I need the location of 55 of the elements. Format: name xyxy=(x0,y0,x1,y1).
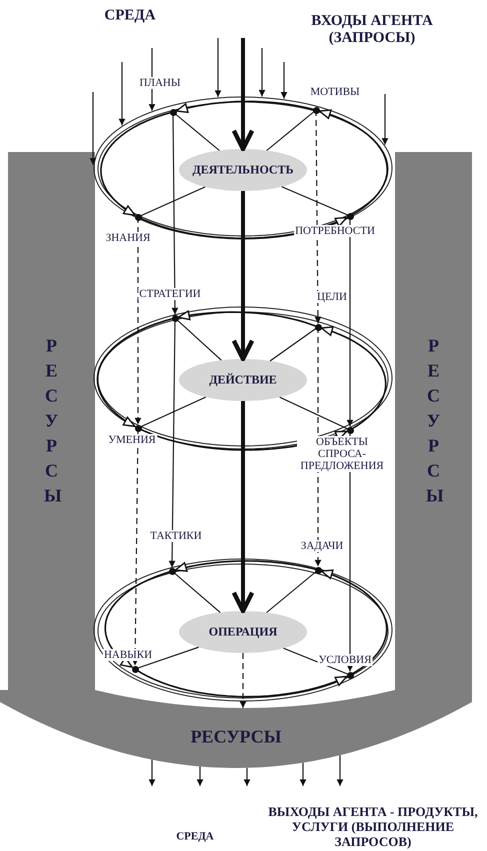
arrow xyxy=(336,755,344,786)
arrow xyxy=(232,401,254,614)
connector-line xyxy=(282,186,350,216)
output-label: ВЫХОДЫ АГЕНТА - ПРОДУКТЫ, УСЛУГИ (ВЫПОЛНЕНИЕ ЗАПРОСОВ) xyxy=(267,804,479,849)
junction-dot xyxy=(314,324,322,330)
arrow xyxy=(214,38,222,97)
resource-band xyxy=(8,152,95,690)
level-label: ДЕЯТЕЛЬНОСТЬ xyxy=(192,162,294,178)
arrow xyxy=(320,569,388,676)
arrow xyxy=(258,48,266,97)
arrow xyxy=(148,48,156,111)
resource-band xyxy=(395,152,472,690)
arrow xyxy=(90,92,96,165)
junction-dot xyxy=(134,214,142,220)
level-label: ОПЕРАЦИЯ xyxy=(208,624,278,640)
arrow xyxy=(382,94,388,145)
arrow xyxy=(300,762,306,786)
arrow xyxy=(148,760,156,786)
arrow xyxy=(280,62,288,99)
arrow xyxy=(318,109,388,217)
arrow xyxy=(244,768,250,786)
point-label: УМЕНИЯ xyxy=(107,434,157,446)
point-label: ПОТРЕБНОСТИ xyxy=(294,225,376,237)
junction-dot xyxy=(346,672,354,678)
junction-dot xyxy=(132,666,138,672)
band-label: РЕСУРСЫ xyxy=(426,334,441,508)
environment-label: СРЕДА xyxy=(104,8,156,24)
junction-dot xyxy=(170,108,176,116)
band-label: РЕСУРСЫ xyxy=(190,726,282,748)
level-label: ДЕЙСТВИЕ xyxy=(209,372,277,388)
arrow xyxy=(320,326,386,431)
connector-line xyxy=(280,396,350,430)
junction-dot xyxy=(346,426,354,434)
arrow xyxy=(196,766,204,786)
point-label: УСЛОВИЯ xyxy=(318,654,372,666)
arrow xyxy=(240,653,246,708)
arrow xyxy=(232,38,254,152)
point-label: ТАКТИКИ xyxy=(149,530,203,542)
arrow xyxy=(118,62,126,126)
point-label: МОТИВЫ xyxy=(309,86,361,98)
point-label: ЗНАНИЯ xyxy=(104,232,152,244)
point-label: СТРАТЕГИИ xyxy=(138,288,202,300)
environment-label: СРЕДА xyxy=(176,830,214,844)
band-label: РЕСУРСЫ xyxy=(44,334,59,508)
arrow xyxy=(178,310,318,328)
connector-line xyxy=(266,570,318,613)
input-label: ВХОДЫ АГЕНТА (ЗАПРОСЫ) xyxy=(310,13,434,47)
point-label: НАВЫКИ xyxy=(102,649,154,661)
junction-dot xyxy=(134,424,142,432)
point-label: ЗАДАЧИ xyxy=(300,540,344,552)
junction-dot xyxy=(314,566,322,574)
point-label: ПЛАНЫ xyxy=(138,77,182,89)
point-label: ЦЕЛИ xyxy=(316,291,348,303)
connector-line xyxy=(266,110,316,151)
arrow xyxy=(232,191,254,362)
